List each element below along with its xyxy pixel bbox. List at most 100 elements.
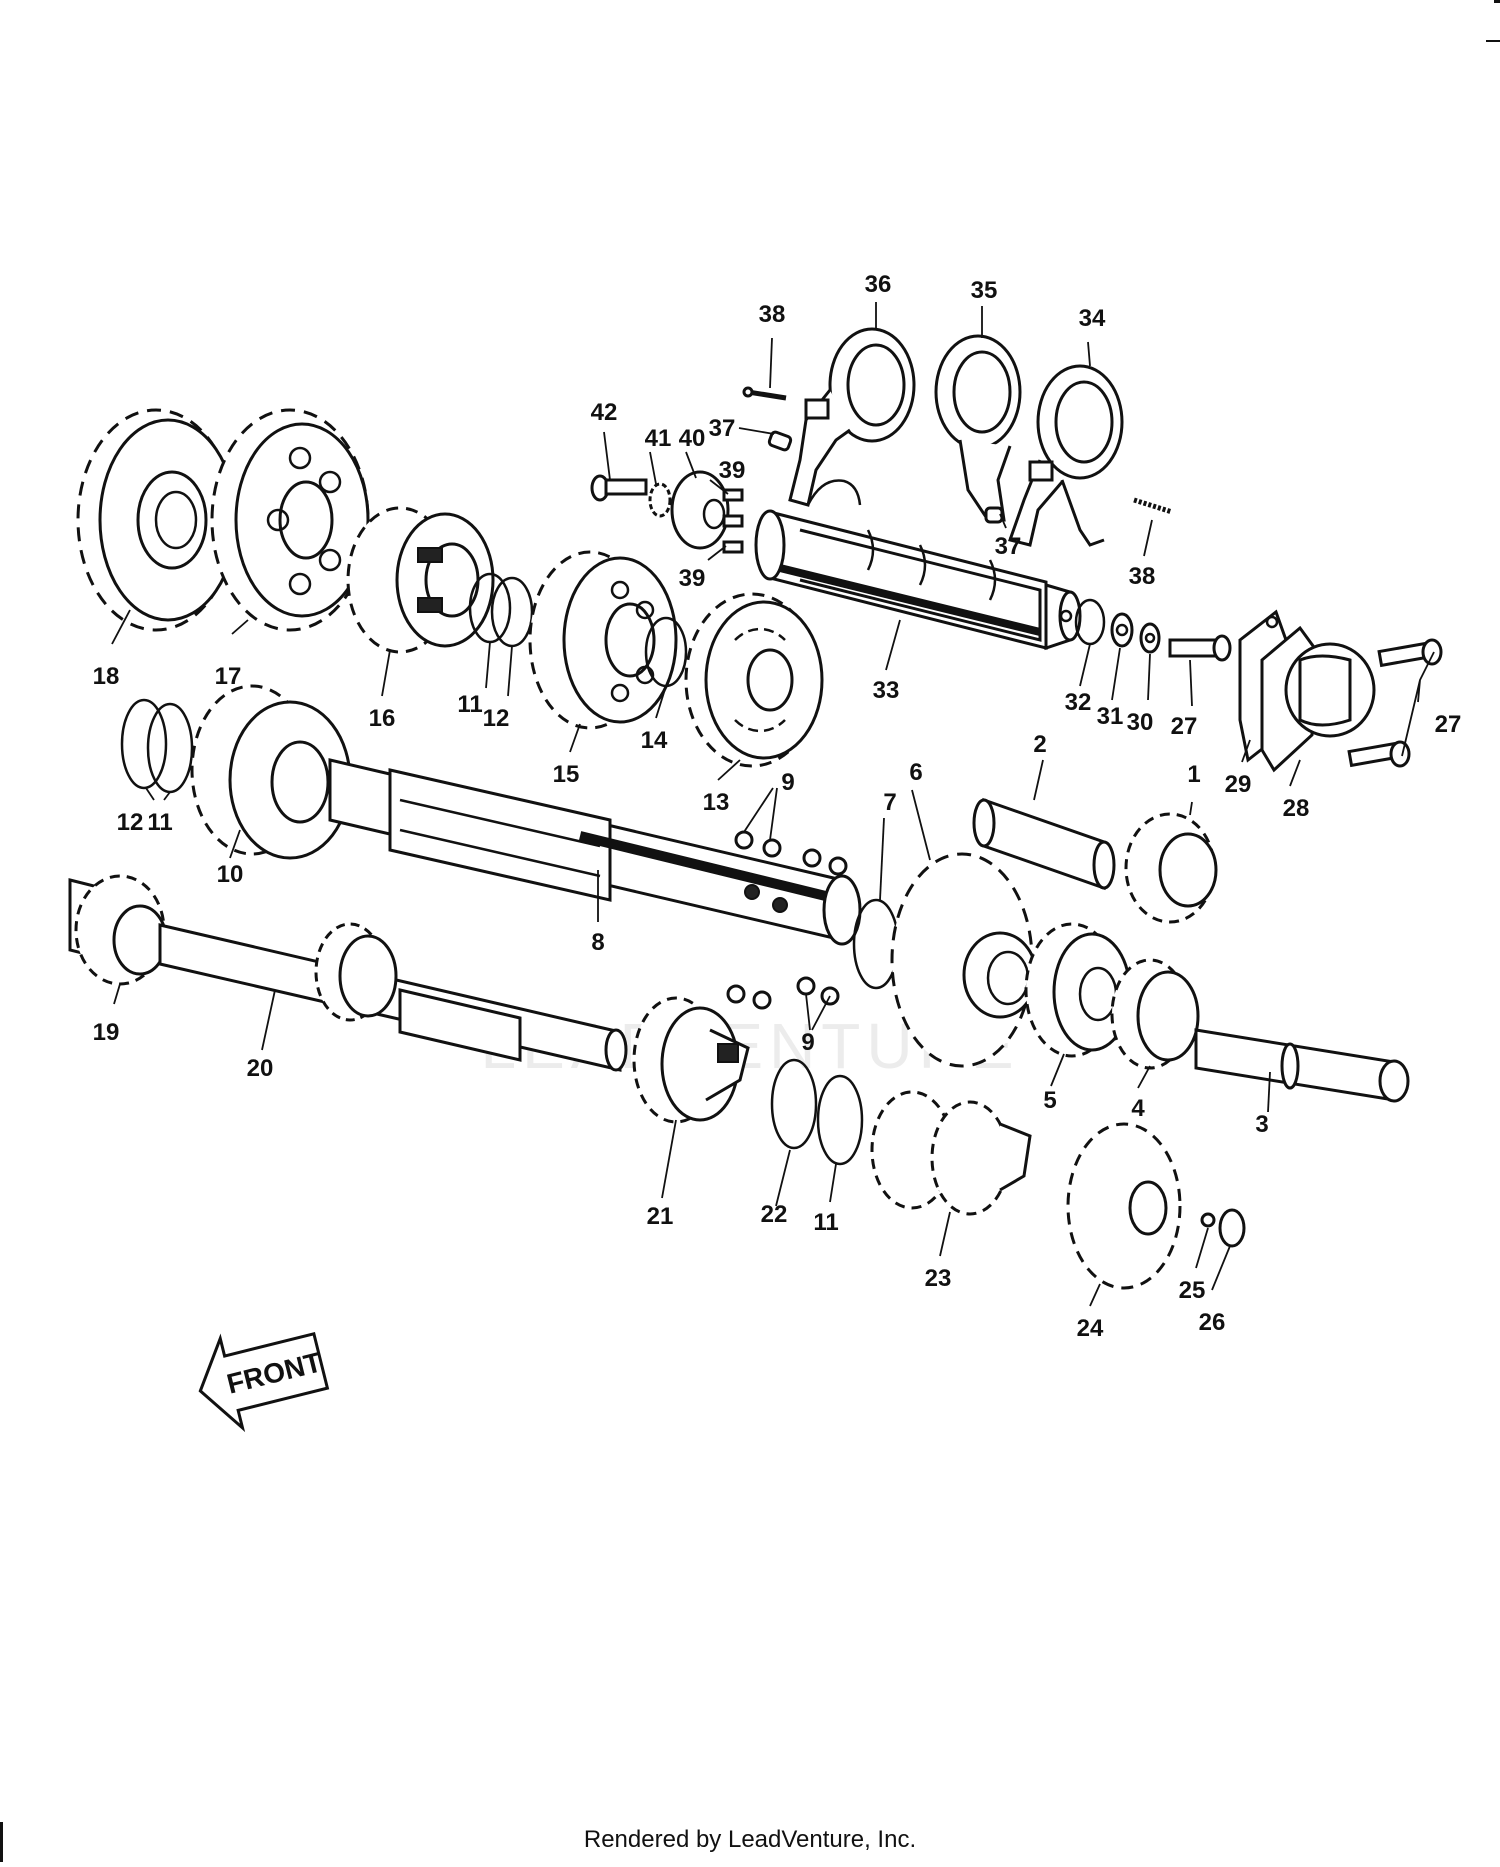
corner-mark-top-right <box>1494 0 1500 3</box>
callout-31: 31 <box>1097 703 1124 730</box>
callout-36: 36 <box>865 271 892 298</box>
corner-mark-top-right-dash <box>1486 40 1500 42</box>
gear-1 <box>1124 812 1218 924</box>
screw-27-b <box>1377 638 1443 668</box>
gear-13 <box>684 592 824 768</box>
balls-9-upper <box>734 830 848 876</box>
callout-12-upper: 12 <box>483 705 510 732</box>
callout-27-right: 27 <box>1435 711 1462 738</box>
washer-12-left <box>120 698 168 790</box>
gear-10 <box>190 684 352 860</box>
washer-41 <box>648 482 672 518</box>
callout-12-left: 12 <box>117 809 144 836</box>
gear-15 <box>528 550 678 730</box>
washer-26 <box>1218 1208 1246 1248</box>
gear-6 <box>890 852 1038 1068</box>
callout-32: 32 <box>1065 689 1092 716</box>
callout-30: 30 <box>1127 709 1154 736</box>
bolt-42 <box>590 474 648 502</box>
callout-17: 17 <box>215 663 242 690</box>
pins-39 <box>722 488 744 554</box>
callout-16: 16 <box>369 705 396 732</box>
callout-13: 13 <box>703 789 730 816</box>
callout-24: 24 <box>1077 1315 1104 1342</box>
callout-8: 8 <box>591 929 604 956</box>
callout-6: 6 <box>909 759 922 786</box>
gear-21 <box>632 996 750 1124</box>
mainshaft-8 <box>328 758 862 946</box>
callout-10: 10 <box>217 861 244 888</box>
circlip-11-lower <box>816 1074 864 1166</box>
screw-27-a <box>1168 634 1232 662</box>
callout-37-lower: 37 <box>995 533 1022 560</box>
pin-38-right <box>1133 497 1173 515</box>
washer-31 <box>1110 612 1134 648</box>
callout-18: 18 <box>93 663 120 690</box>
callout-2: 2 <box>1033 731 1046 758</box>
callout-42: 42 <box>591 399 618 426</box>
washer-12-upper <box>490 576 534 648</box>
callout-9-upper: 9 <box>781 769 794 796</box>
circlip-11-left <box>146 702 194 794</box>
callout-3: 3 <box>1255 1111 1268 1138</box>
callout-25: 25 <box>1179 1277 1206 1304</box>
balls-9-lower <box>726 976 840 1010</box>
callout-1: 1 <box>1187 761 1200 788</box>
shift-fork-35 <box>934 334 1022 522</box>
sleeve-2 <box>972 797 1116 891</box>
callout-21: 21 <box>647 1203 674 1230</box>
corner-mark-bottom-left <box>0 1822 3 1862</box>
callout-labels: 1 2 3 4 5 6 7 8 9 9 10 11 11 11 12 12 13… <box>93 271 1462 1342</box>
callout-11-upper: 11 <box>457 691 482 718</box>
washer-22 <box>770 1058 818 1150</box>
callout-28: 28 <box>1283 795 1310 822</box>
callout-5: 5 <box>1043 1087 1056 1114</box>
callout-23: 23 <box>925 1265 952 1292</box>
callout-35: 35 <box>971 277 998 304</box>
oring-30 <box>1139 622 1161 654</box>
callout-39-lower: 39 <box>679 565 706 592</box>
shift-fork-36 <box>788 327 916 507</box>
callout-20: 20 <box>247 1055 274 1082</box>
callout-9-lower: 9 <box>801 1029 814 1056</box>
gear-4 <box>1110 958 1200 1070</box>
gear-17 <box>210 408 370 632</box>
pin-37-upper <box>767 430 793 452</box>
pin-38-upper <box>742 386 787 401</box>
callout-29: 29 <box>1225 771 1252 798</box>
callout-14: 14 <box>641 727 668 754</box>
callout-11-left: 11 <box>147 809 172 836</box>
front-direction-arrow: FRONT <box>198 1331 330 1433</box>
callout-7: 7 <box>883 789 896 816</box>
callout-33: 33 <box>873 677 900 704</box>
callout-34: 34 <box>1079 305 1106 332</box>
shift-drum-33 <box>754 509 1082 651</box>
gear-24 <box>1066 1122 1182 1290</box>
shift-fork-34 <box>1008 364 1124 547</box>
driveshaft-3 <box>1194 1028 1410 1103</box>
leader-lines <box>111 302 1435 1307</box>
gear-16 <box>346 506 495 654</box>
footer-credit: Rendered by LeadVenture, Inc. <box>583 1826 917 1853</box>
callout-22: 22 <box>761 1201 788 1228</box>
cam-40 <box>670 470 730 550</box>
gear-18 <box>76 408 238 632</box>
countershaft-20 <box>158 922 628 1072</box>
callout-11-lower: 11 <box>813 1209 838 1236</box>
callout-26: 26 <box>1199 1309 1226 1336</box>
cover-28 <box>1260 625 1376 773</box>
callout-40: 40 <box>679 425 706 452</box>
callout-38-upper: 38 <box>759 301 786 328</box>
screw-27-c <box>1347 740 1411 768</box>
ball-25 <box>1200 1212 1216 1228</box>
callout-37-upper: 37 <box>709 415 736 442</box>
callout-4: 4 <box>1131 1095 1145 1122</box>
callout-27-left: 27 <box>1171 713 1198 740</box>
pin-37-lower <box>984 506 1004 524</box>
gear-23 <box>870 1090 1032 1216</box>
callout-15: 15 <box>553 761 580 788</box>
callout-39-upper: 39 <box>719 457 746 484</box>
gear-19 <box>68 874 168 986</box>
callout-19: 19 <box>93 1019 120 1046</box>
